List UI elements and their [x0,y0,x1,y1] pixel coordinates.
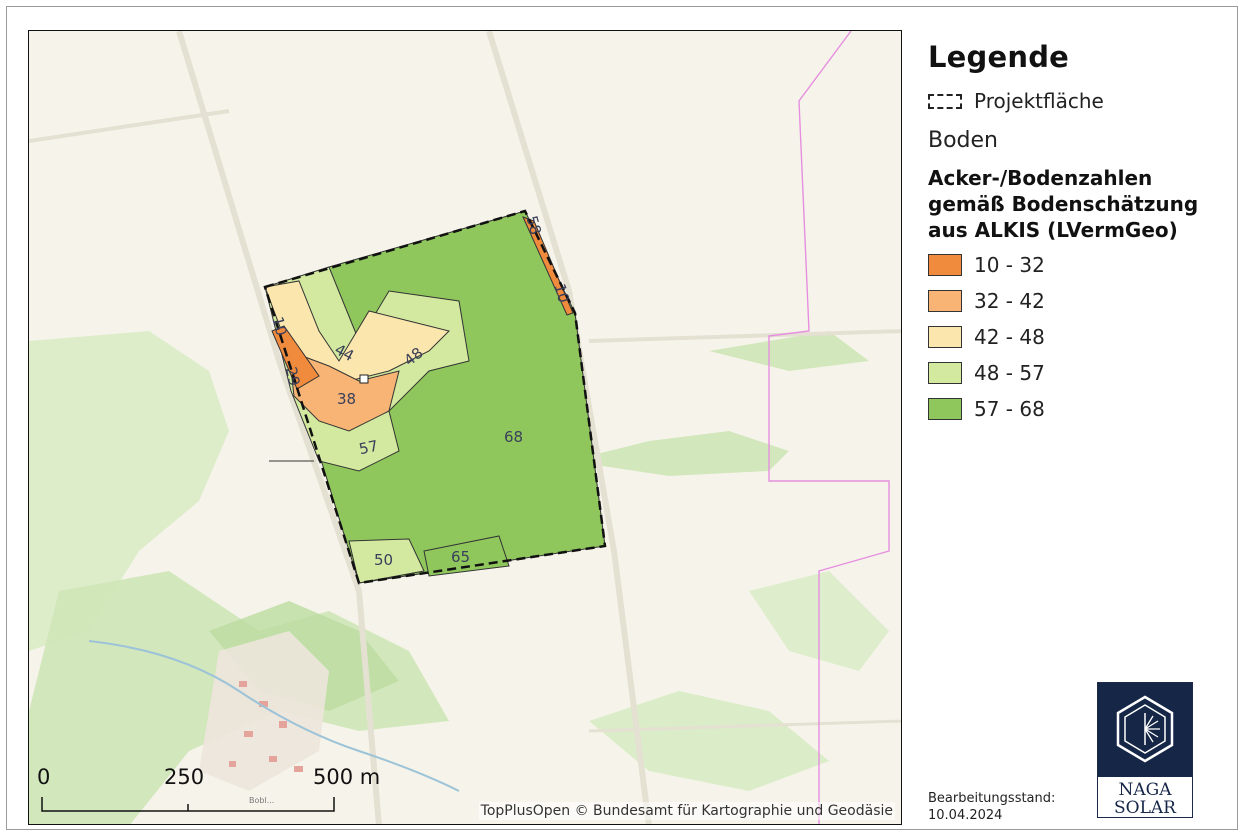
legend-class-row: 10 - 32 [928,247,1228,283]
legend-subtitle-line: gemäß Bodenschätzung [928,192,1199,216]
legend-panel: Legende Projektfläche Boden Acker-/Boden… [928,40,1228,427]
legend-class-row: 42 - 48 [928,319,1228,355]
basemap [29,31,901,824]
legend-group-title: Boden [928,128,998,153]
map-view[interactable]: 10 29 44 48 38 57 68 50 65 58 10 Bobl...… [28,30,902,825]
scale-tick-250: 250 [164,765,205,789]
zone-10-32[interactable] [271,325,320,390]
status-date: 10.04.2024 [928,808,1003,823]
page-frame [6,6,1238,830]
zone-48-57-south-east[interactable] [423,535,510,577]
legend-class-row: 32 - 42 [928,283,1228,319]
map-attribution: TopPlusOpen © Bundesamt für Kartographie… [478,802,895,820]
legend-swatch [928,398,962,420]
project-area-outline[interactable] [263,209,607,585]
scale-bar [41,797,335,812]
legend-class-label: 10 - 32 [974,253,1045,277]
logo-line: SOLAR [1114,798,1176,818]
logo-line: NAGA [1118,780,1172,800]
status-label: Bearbeitungsstand: [928,791,1056,806]
zone-label: 29 [282,365,304,387]
legend-swatch [928,362,962,384]
map-canvas[interactable]: 10 29 44 48 38 57 68 50 65 58 10 Bobl... [29,31,902,825]
zone-label: 10 [268,315,290,338]
zone-label: 58 [523,214,545,237]
logo-hexagon-icon [1098,683,1192,777]
legend-class-row: 57 - 68 [928,391,1228,427]
legend-subtitle-line: Acker-/Bodenzahlen [928,166,1153,190]
zone-label: 68 [504,428,523,446]
company-logo: NAGA SOLAR [1097,682,1193,818]
legend-class-row: 48 - 57 [928,355,1228,391]
zone-label: 10 [551,282,573,305]
zone-label: 50 [374,551,393,569]
legend-classes: 10 - 32 32 - 42 42 - 48 48 - 57 57 - 68 [928,247,1228,427]
zone-label: 38 [337,390,356,408]
legend-subtitle-line: aus ALKIS (LVermGeo) [928,218,1178,242]
scale-tick-0: 0 [37,765,51,789]
scale-tick-500: 500 m [313,765,381,789]
legend-class-label: 42 - 48 [974,325,1045,349]
legend-title: Legende [928,40,1070,74]
legend-label: Projektfläche [974,89,1104,113]
legend-subtitle: Acker-/Bodenzahlen gemäß Bodenschätzung … [928,165,1228,243]
zone-label: 65 [451,548,470,566]
legend-item-project-area: Projektfläche [928,84,1228,118]
logo-text: NAGA SOLAR [1098,781,1192,817]
legend-swatch [928,290,962,312]
zone-label: 57 [357,437,379,459]
zone-labels: 10 29 44 48 38 57 68 50 65 58 10 [268,214,573,569]
status-block: Bearbeitungsstand: 10.04.2024 [928,790,1055,824]
place-label: Bobl... [249,796,274,805]
soil-zones[interactable] [264,210,606,584]
dashed-box-icon [928,93,962,109]
legend-class-label: 48 - 57 [974,361,1045,385]
legend-swatch [928,326,962,348]
legend-swatch [928,254,962,276]
legend-class-label: 57 - 68 [974,397,1045,421]
legend-class-label: 32 - 42 [974,289,1045,313]
